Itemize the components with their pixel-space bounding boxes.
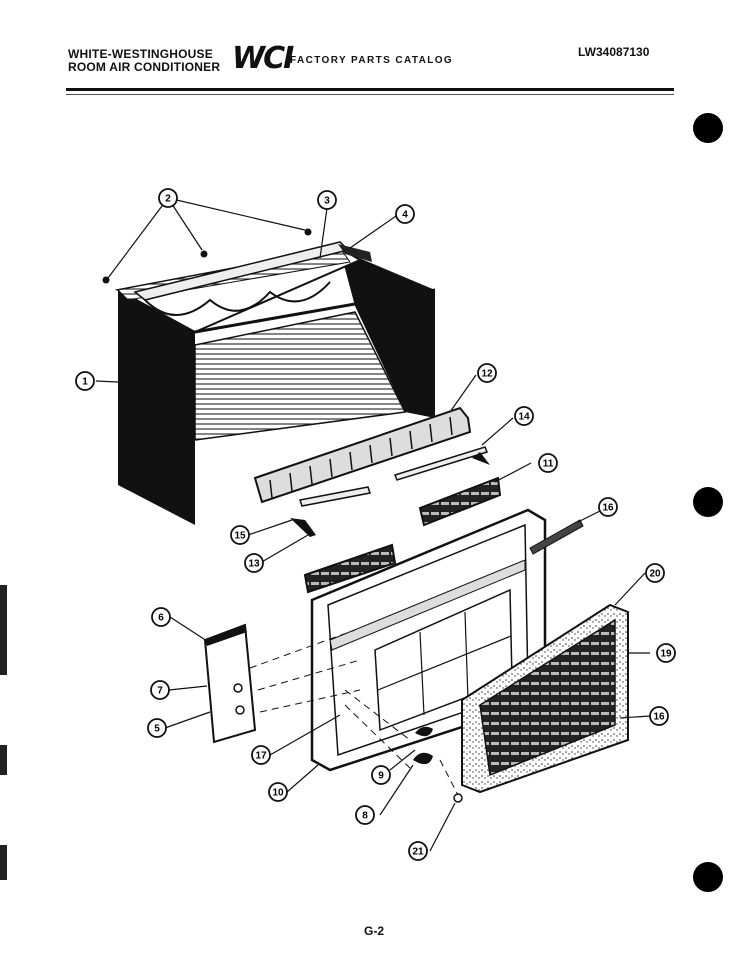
callout-circle: [477, 363, 497, 383]
brand-block: WHITE-WESTINGHOUSE ROOM AIR CONDITIONER: [68, 48, 220, 74]
callout-circle: [147, 718, 167, 738]
callout-label: 15: [234, 531, 246, 542]
callout-circle: [645, 563, 665, 583]
front-grille-filter: [461, 603, 629, 794]
callout-circle: [230, 525, 250, 545]
binder-hole-top: [693, 113, 723, 143]
callout-circle: [656, 643, 676, 663]
callout-circle: [371, 765, 391, 785]
callout-label: 20: [649, 569, 661, 580]
scan-edge-mark: [0, 845, 7, 880]
model-number: LW34087130: [578, 45, 650, 59]
callout-label: 16: [602, 503, 614, 514]
side-seal: [338, 244, 372, 262]
callout-circle: [151, 607, 171, 627]
callout-circle: [514, 406, 534, 426]
callout-label: 4: [402, 210, 408, 221]
callout-label: 2: [165, 194, 171, 205]
callout-circle: [150, 680, 170, 700]
scan-edge-mark: [0, 745, 7, 775]
callout-circle: [251, 745, 271, 765]
callout-label: 14: [518, 412, 530, 423]
callout-circle: [268, 782, 288, 802]
thumb-screw: [529, 519, 584, 555]
catalog-title: FACTORY PARTS CATALOG: [290, 55, 454, 66]
callout-label: 5: [154, 724, 160, 735]
callout-label: 17: [255, 751, 267, 762]
binder-hole-middle: [693, 487, 723, 517]
link-rod-lower: [299, 486, 371, 507]
control-lever: [290, 518, 316, 537]
link-rod-upper: [394, 446, 488, 481]
binder-hole-bottom: [693, 862, 723, 892]
callout-label: 13: [248, 559, 260, 570]
callout-circle: [538, 453, 558, 473]
callout-circle: [395, 204, 415, 224]
callout-circle: [317, 190, 337, 210]
callout-label: 9: [378, 771, 384, 782]
air-deflector-left: [303, 543, 397, 594]
clip: [453, 793, 463, 803]
scan-edge-mark: [0, 585, 7, 675]
callout-circle: [649, 706, 669, 726]
screw: [200, 250, 208, 258]
callout-label: 3: [324, 196, 330, 207]
callout-circle: [408, 841, 428, 861]
air-deflector-right: [418, 476, 502, 527]
callout-circle: [244, 553, 264, 573]
callout-label: 7: [157, 686, 163, 697]
callout-label: 10: [272, 788, 284, 799]
header-rule: [66, 88, 674, 91]
callout-circle: [75, 371, 95, 391]
callout-label: 19: [660, 649, 672, 660]
knob: [413, 752, 433, 765]
louver-assembly: [253, 406, 472, 504]
brand-line2: ROOM AIR CONDITIONER: [68, 60, 221, 74]
callout-circle: [598, 497, 618, 517]
callout-circle: [355, 805, 375, 825]
wci-logo: WCI: [232, 41, 294, 76]
knob: [415, 726, 433, 737]
callout-label: 11: [543, 459, 554, 470]
callout-label: 6: [158, 613, 164, 624]
callout-label: 12: [481, 369, 493, 380]
brand-line1: WHITE-WESTINGHOUSE: [68, 47, 213, 61]
callout-circle: [158, 188, 178, 208]
callout-label: 8: [362, 811, 368, 822]
screw: [102, 276, 110, 284]
page-number: G-2: [364, 924, 385, 938]
cabinet-wrapper: [115, 246, 436, 525]
control-lever: [472, 452, 490, 465]
callout-label: 21: [412, 847, 424, 858]
callout-label: 16: [653, 712, 665, 723]
screw: [304, 228, 312, 236]
header-rule-thin: [66, 94, 674, 95]
callout-label: 1: [82, 377, 88, 388]
control-panel: [203, 623, 257, 744]
